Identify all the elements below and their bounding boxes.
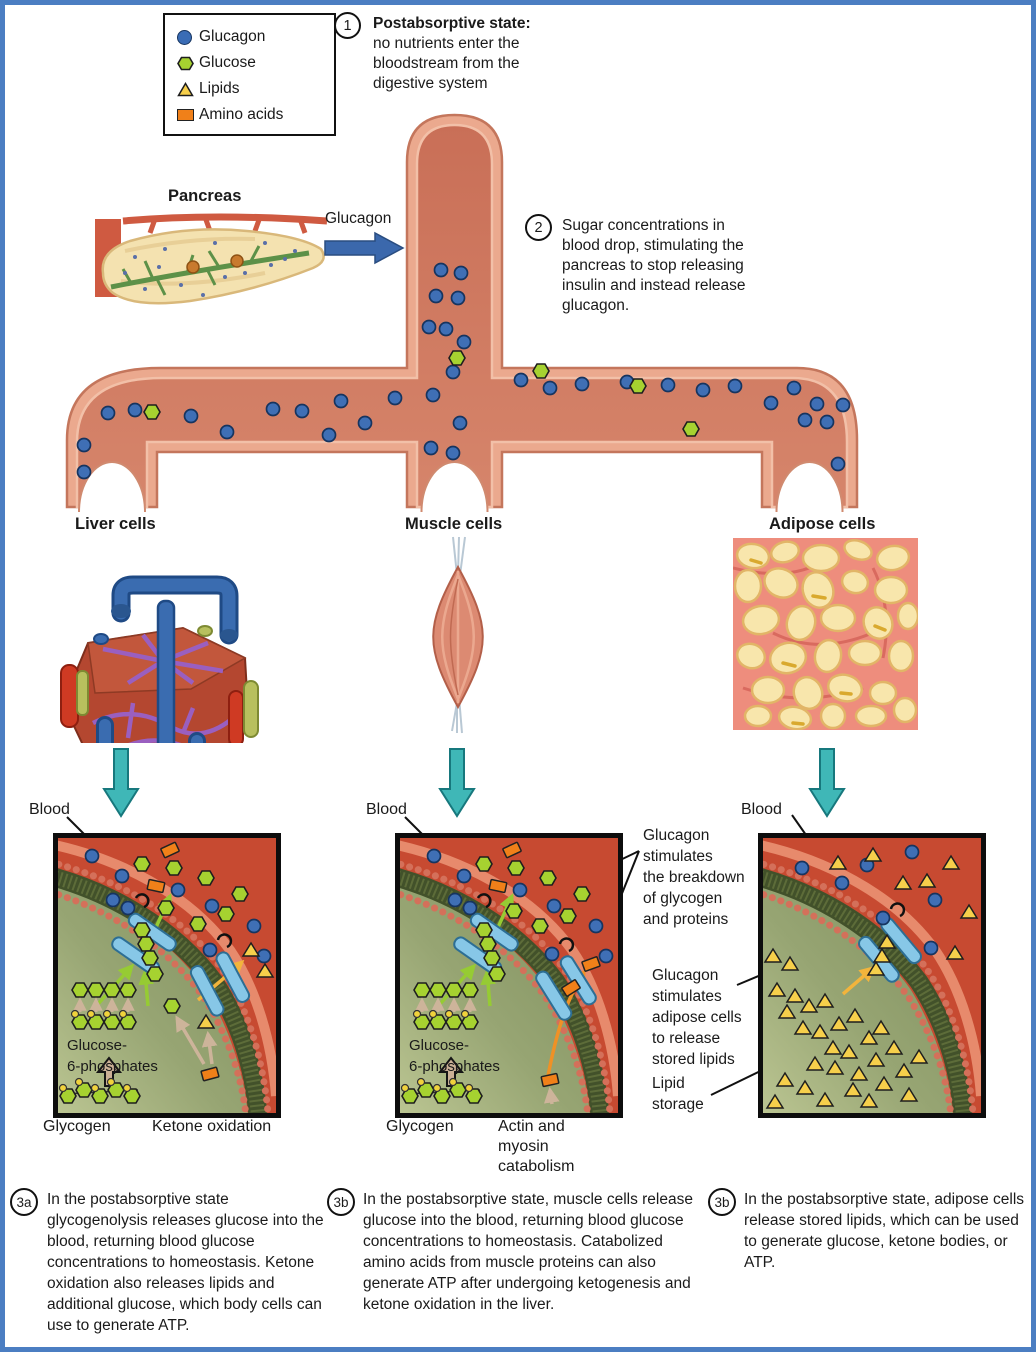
step-1-text: Postabsorptive state: no nutrients enter… bbox=[373, 14, 531, 94]
annotation-adipose-release: Glucagon stimulates adipose cells to rel… bbox=[652, 967, 742, 1068]
muscle-glycogen-label: Glycogen bbox=[386, 1118, 454, 1135]
glucose-hexagon-icon bbox=[177, 56, 199, 71]
actin-myosin-source bbox=[540, 1072, 560, 1105]
legend-label: Lipids bbox=[199, 80, 240, 97]
lipid-triangle-icon bbox=[177, 81, 199, 97]
step-1-body: no nutrients enter the bloodstream from … bbox=[373, 35, 520, 92]
g6p-section bbox=[70, 982, 137, 1030]
step-number: 3a bbox=[16, 1194, 32, 1210]
muscle-actin-label: Actin and myosin catabolism bbox=[498, 1118, 575, 1175]
legend-label: Amino acids bbox=[199, 106, 284, 123]
annotation-breakdown: Glucagon stimulates the breakdown of gly… bbox=[643, 827, 745, 928]
receptor-hook-icon bbox=[216, 933, 233, 949]
blood-label-adipose: Blood bbox=[741, 801, 782, 818]
step-1-title: Postabsorptive state: bbox=[373, 15, 531, 32]
muscle-g6p-label: Glucose- 6-phosphates bbox=[409, 1037, 500, 1075]
liver-g6p-label: Glucose- 6-phosphates bbox=[67, 1037, 158, 1075]
pancreas-illustration bbox=[95, 213, 328, 305]
glucagon-release-arrow bbox=[324, 231, 405, 265]
adipose-cells-title: Adipose cells bbox=[769, 515, 876, 533]
step-number: 3b bbox=[333, 1194, 349, 1210]
muscle-fiber-illustration bbox=[432, 536, 484, 734]
tendon-fibers bbox=[451, 536, 466, 734]
liver-ketone-label: Ketone oxidation bbox=[152, 1118, 272, 1135]
blood-vessel bbox=[65, 113, 859, 512]
step-number: 3b bbox=[714, 1194, 730, 1210]
liver-glycogen-label: Glycogen bbox=[43, 1118, 111, 1135]
legend-label: Glucose bbox=[199, 54, 256, 71]
step-3b-adipose-body: In the postabsorptive state, adipose cel… bbox=[744, 1191, 1025, 1271]
muscle-cell-panel bbox=[395, 833, 623, 1118]
glucagon-circle-icon bbox=[177, 29, 199, 45]
step-3a-badge: 3a bbox=[10, 1188, 38, 1216]
annotation-lipid-storage: Lipid storage bbox=[652, 1075, 704, 1113]
islet-specks bbox=[123, 241, 297, 297]
step-number: 1 bbox=[343, 17, 352, 34]
step-3b-muscle-badge: 3b bbox=[327, 1188, 355, 1216]
adipose-cell-panel bbox=[758, 833, 986, 1118]
muscle-cells-title: Muscle cells bbox=[405, 515, 503, 533]
adipose-panel-art bbox=[763, 838, 981, 1113]
receptor-hook-icon bbox=[889, 902, 906, 918]
blood-label-liver: Blood bbox=[29, 801, 70, 818]
adipose-tissue-illustration bbox=[733, 538, 918, 730]
glucagon-arrow-label: Glucagon bbox=[325, 210, 392, 227]
receptor-hook-icon bbox=[558, 937, 575, 953]
blood-label-muscle: Blood bbox=[366, 801, 407, 818]
legend-item-lipids: Lipids bbox=[177, 76, 324, 102]
step-number: 2 bbox=[534, 219, 543, 236]
liver-cells-title: Liver cells bbox=[75, 515, 156, 533]
legend-item-glucose: Glucose bbox=[177, 50, 324, 76]
liver-cell-panel bbox=[53, 833, 281, 1118]
glycogen-chain bbox=[58, 1077, 141, 1104]
liver-lobule-illustration bbox=[60, 575, 259, 743]
pancreas-title: Pancreas bbox=[168, 187, 242, 205]
adipocytes bbox=[733, 539, 918, 730]
step-3a-body: In the postabsorptive state glycogenolys… bbox=[47, 1191, 324, 1334]
legend-item-glucagon: Glucagon bbox=[177, 24, 324, 50]
legend-label: Glucagon bbox=[199, 28, 266, 45]
amino-acid-rect-icon bbox=[177, 109, 199, 121]
ketone-oxidation-group bbox=[163, 998, 220, 1082]
step-3b-muscle-body: In the postabsorptive state, muscle cell… bbox=[363, 1191, 693, 1313]
step-2-body: Sugar concentrations in blood drop, stim… bbox=[562, 217, 746, 314]
step-3b-adipose-badge: 3b bbox=[708, 1188, 736, 1216]
liver-panel-art bbox=[58, 838, 276, 1113]
step-2-badge: 2 bbox=[525, 214, 552, 241]
receptor-hook-icon bbox=[476, 893, 492, 909]
g6p-section bbox=[412, 982, 479, 1030]
teal-down-arrows bbox=[102, 748, 846, 818]
step-1-badge: 1 bbox=[334, 12, 361, 39]
legend-item-amino-acids: Amino acids bbox=[177, 102, 324, 128]
muscle-panel-art bbox=[400, 838, 618, 1113]
glycogen-chain bbox=[400, 1077, 483, 1104]
legend-box: Glucagon Glucose Lipids Amino acids bbox=[163, 13, 336, 136]
receptor-hook-icon bbox=[134, 893, 150, 909]
